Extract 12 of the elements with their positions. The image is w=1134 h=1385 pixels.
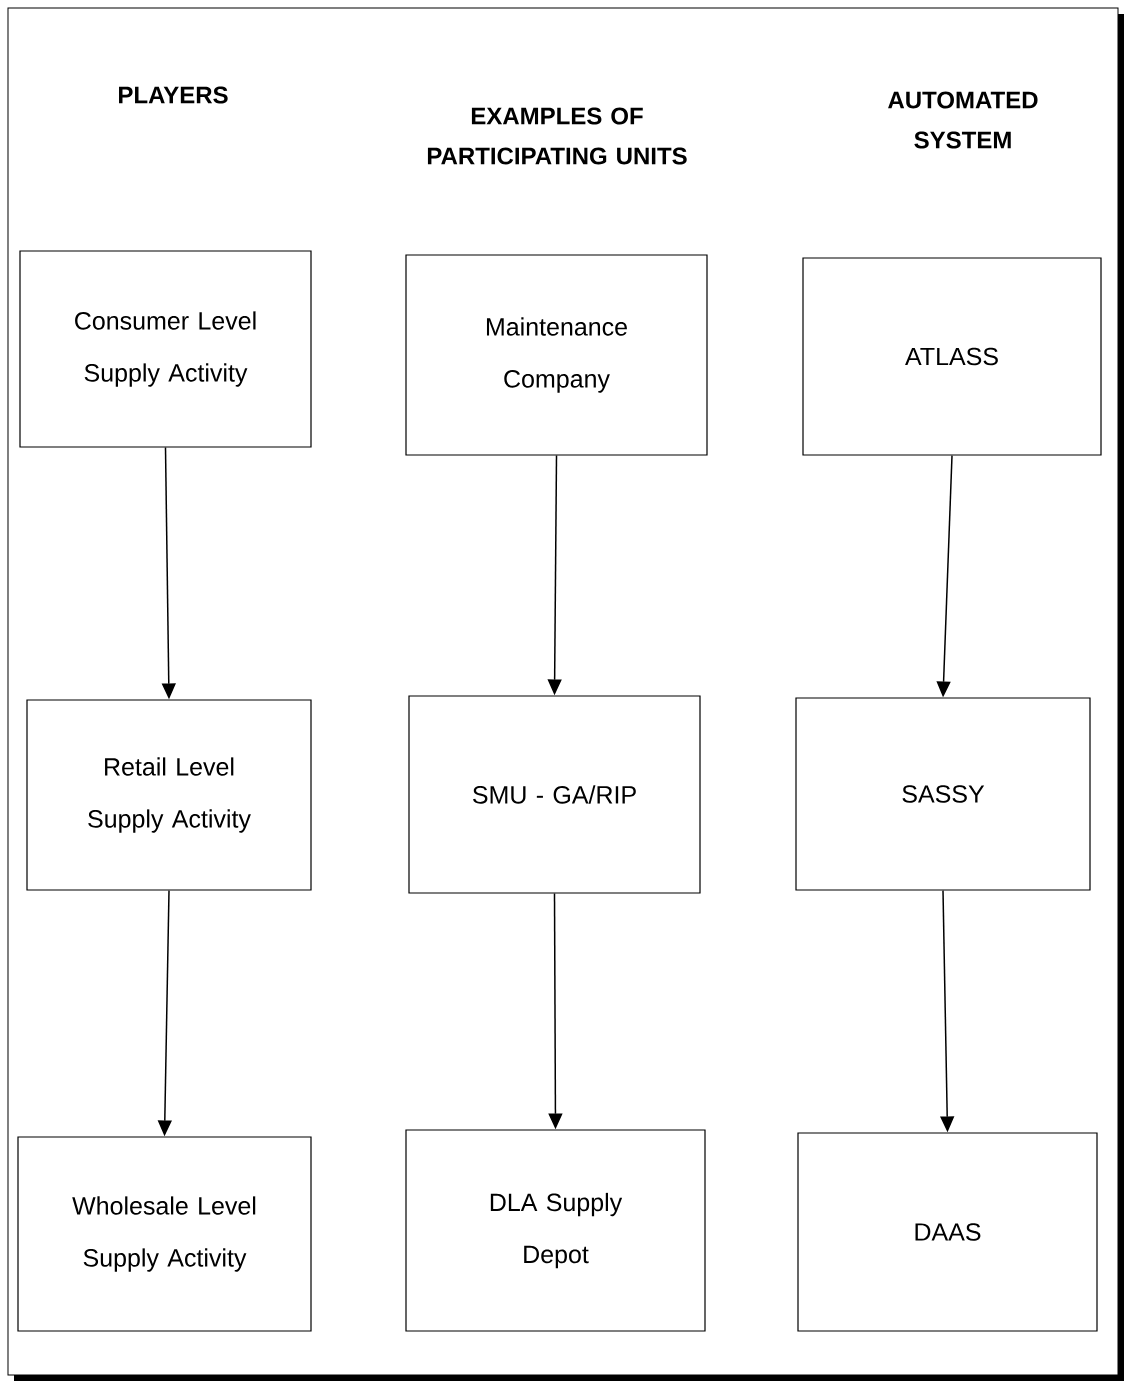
column-heading: PLAYERS <box>119 86 228 104</box>
process-box: SMU - GA/RIP <box>408 695 701 894</box>
process-box: Maintenance Company <box>405 254 708 456</box>
column-heading: EXAMPLES OF PARTICIPATING UNITS <box>427 107 687 165</box>
process-box: Wholesale Level Supply Activity <box>17 1136 312 1332</box>
process-box: Consumer Level Supply Activity <box>19 250 312 448</box>
process-box: SASSY <box>795 697 1091 891</box>
process-box: DLA Supply Depot <box>405 1129 706 1332</box>
process-box: DAAS <box>797 1132 1098 1332</box>
process-box: ATLASS <box>802 257 1102 456</box>
column-heading: AUTOMATED SYSTEM <box>888 91 1038 149</box>
process-box: Retail Level Supply Activity <box>26 699 312 891</box>
